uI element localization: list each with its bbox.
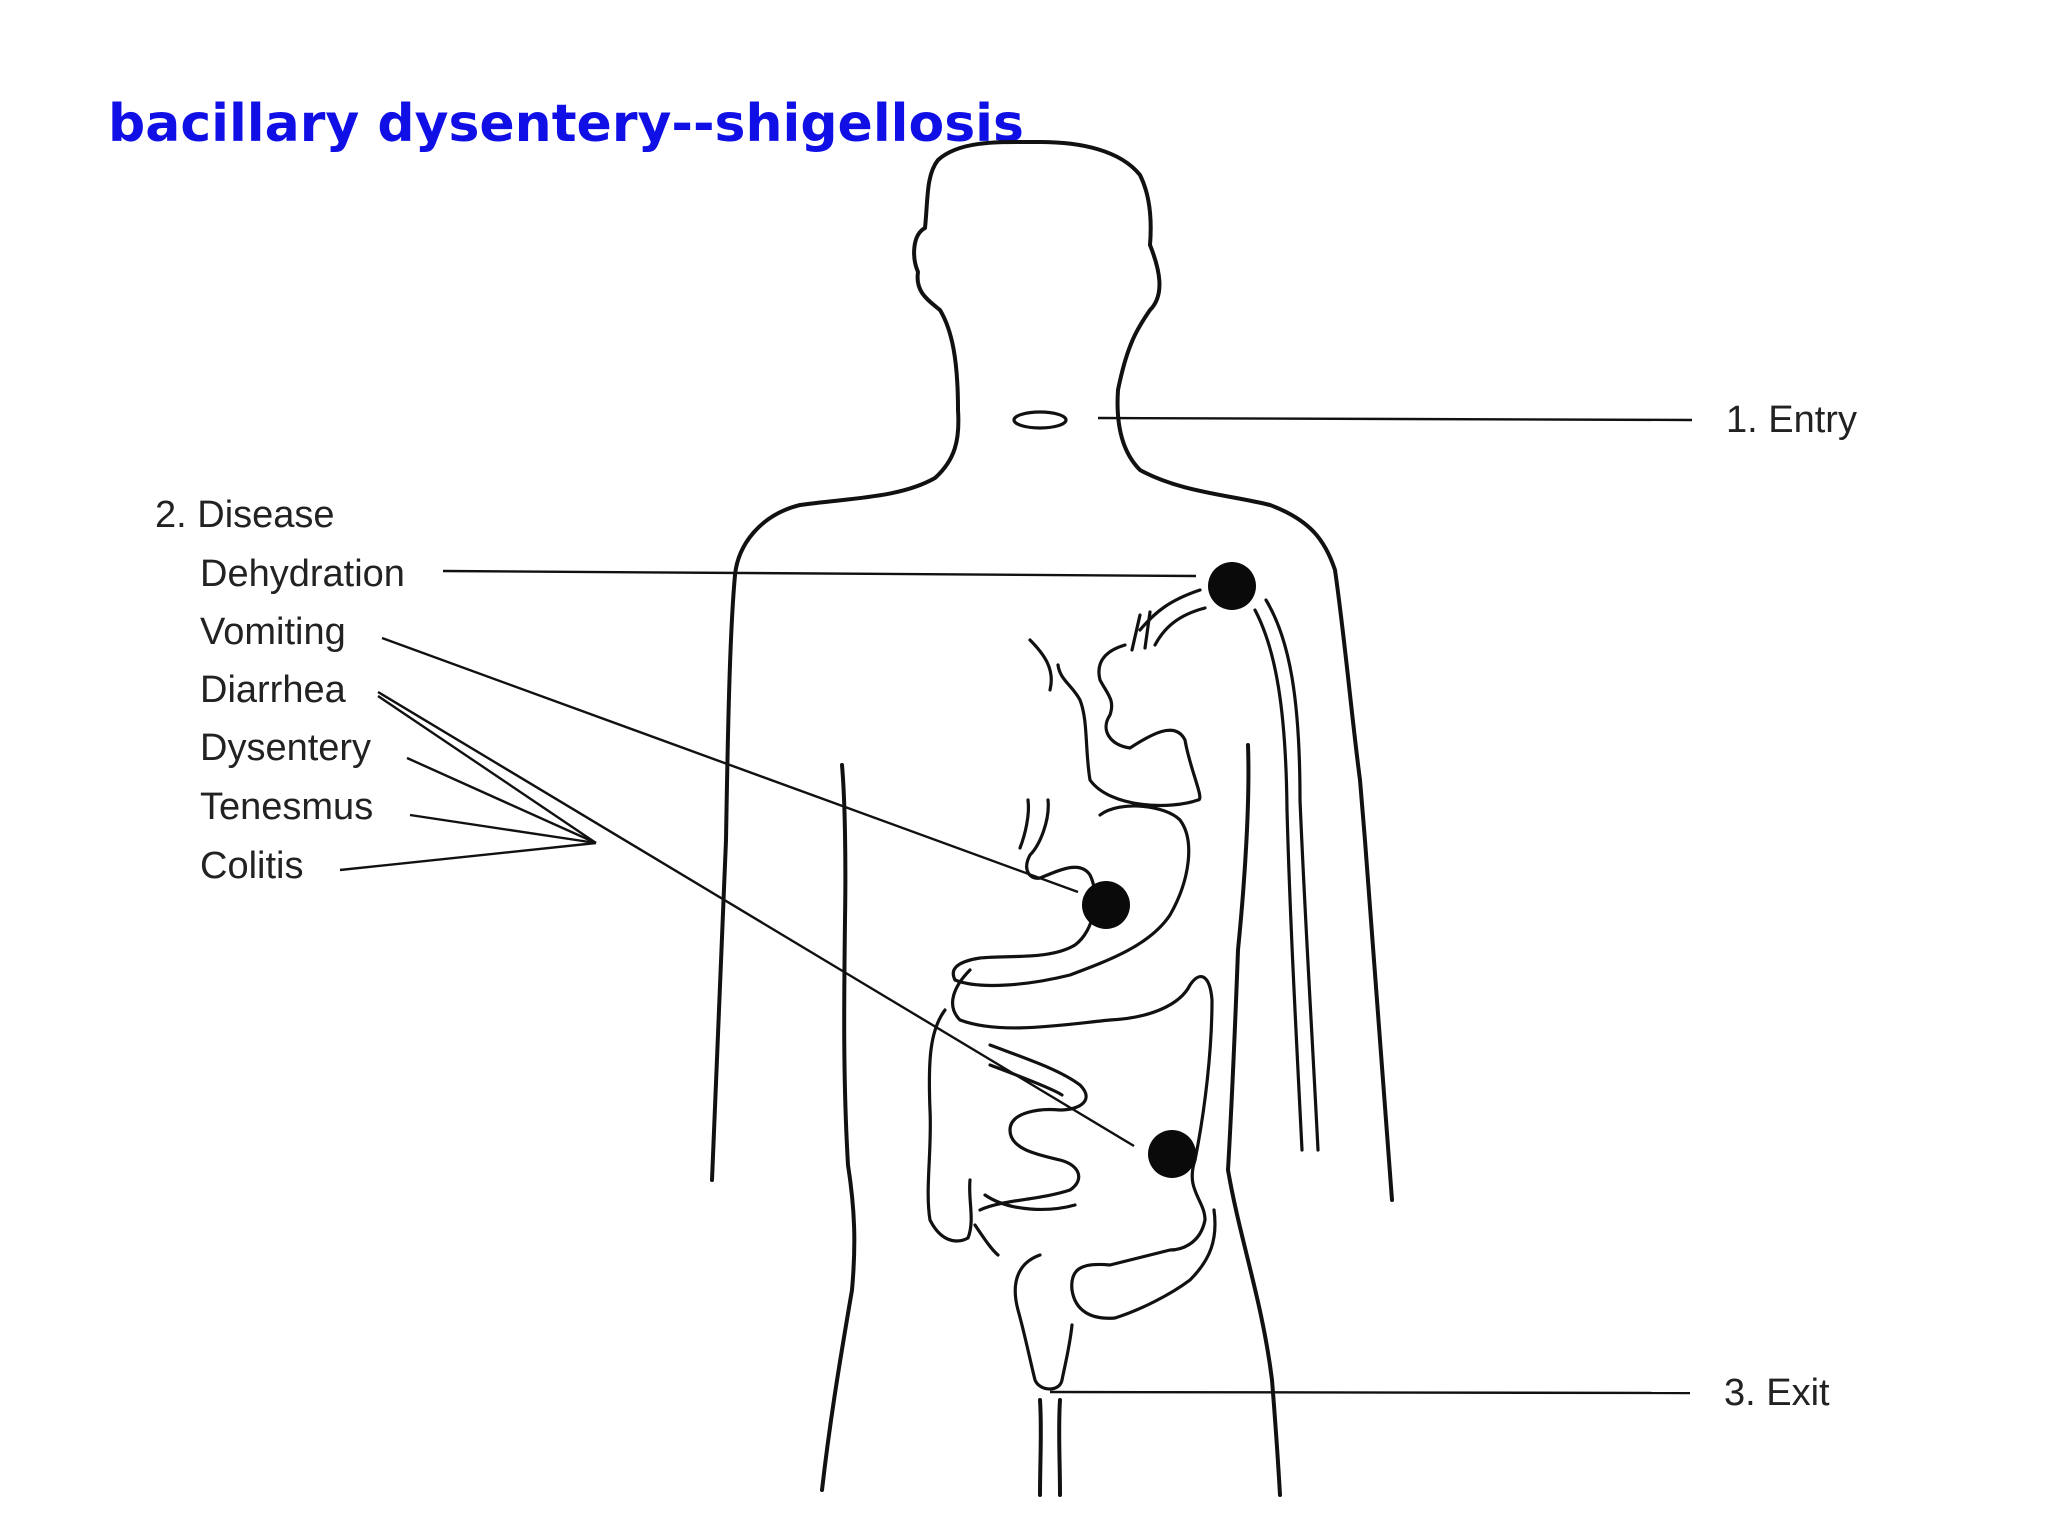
leader-tenesmus [409, 813, 597, 845]
inner-legs-outline [1038, 1398, 1062, 1497]
label-vomiting: Vomiting [200, 611, 346, 653]
leader-diarrhea [377, 690, 1135, 1148]
leader-exit [1049, 1390, 1691, 1395]
left-torso-outline [710, 408, 961, 1182]
label-entry: 1. Entry [1726, 399, 1857, 441]
esophagus [1018, 798, 1031, 850]
right-arm-inner-line [1226, 743, 1251, 1172]
heart-outline [1056, 643, 1202, 808]
site-dot-colon [1148, 1130, 1196, 1178]
leader-dysentery [406, 756, 597, 845]
site-dot-shoulder [1208, 562, 1256, 610]
leader-diarrhea-to-junction [377, 695, 597, 844]
label-disease-heading: 2. Disease [155, 494, 335, 536]
left-hip-outline [820, 1163, 857, 1492]
label-tenesmus: Tenesmus [200, 786, 373, 828]
vessel-curve [1138, 588, 1207, 647]
label-diarrhea: Diarrhea [200, 669, 347, 711]
site-dot-stomach [1082, 881, 1130, 929]
heart-vessels [1028, 610, 1152, 692]
slide-title: bacillary dysentery--shigellosis [108, 94, 1024, 154]
small-intestine-outline [978, 1043, 1088, 1212]
rectum-outline [1013, 1253, 1074, 1391]
leader-vomiting [381, 636, 1079, 894]
leader-entry [1097, 416, 1693, 422]
stomach-outline [951, 798, 1191, 988]
large-intestine-outline [926, 968, 1217, 1320]
body-outline [710, 139, 1394, 1497]
right-hip-outline [1226, 1168, 1282, 1497]
vessel-arm-inner [1253, 608, 1304, 1152]
vessel-arm-outer [1264, 598, 1320, 1152]
internal-organs [926, 588, 1320, 1391]
appendix [973, 1223, 1000, 1257]
label-exit: 3. Exit [1724, 1372, 1830, 1414]
leader-dehydration [442, 569, 1197, 578]
mouth-icon [1012, 410, 1068, 430]
infection-sites [1082, 562, 1256, 1178]
label-colitis: Colitis [200, 845, 303, 887]
head-outline [912, 139, 1394, 1202]
leader-colitis [339, 841, 597, 872]
left-arm-inner-line [840, 763, 850, 1167]
diagram-labels: 1. Entry 2. Disease Dehydration Vomiting… [155, 399, 1857, 1414]
label-dysentery: Dysentery [200, 727, 371, 769]
label-dehydration: Dehydration [200, 553, 405, 595]
leader-lines [339, 416, 1693, 1395]
